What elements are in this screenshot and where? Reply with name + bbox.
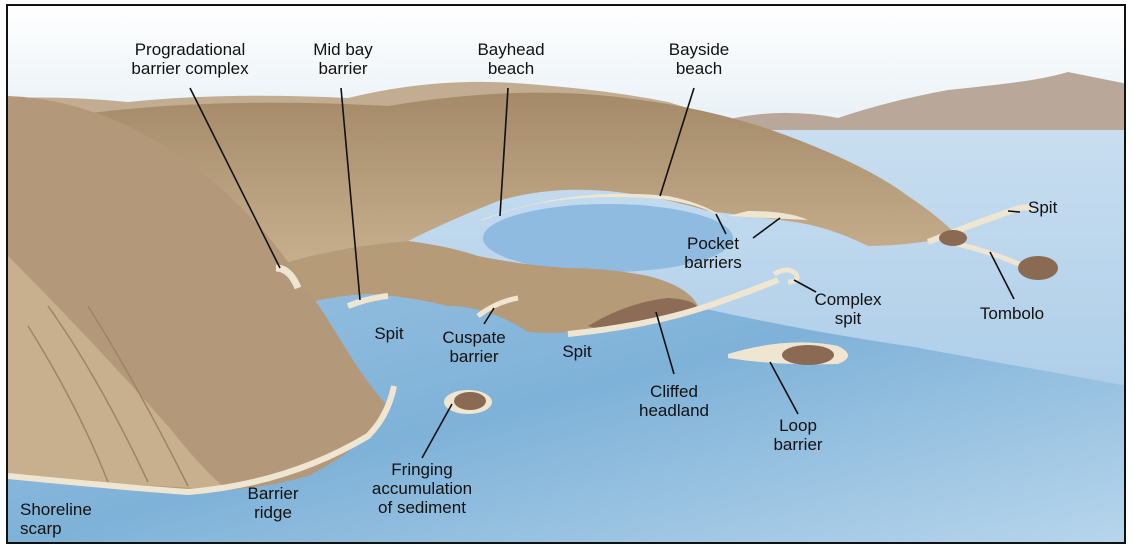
label-spit-mid: Spit bbox=[552, 342, 602, 361]
coastal-landforms-illustration bbox=[8, 6, 1126, 544]
diagram-frame: Progradational barrier complex Mid bay b… bbox=[6, 4, 1126, 544]
label-fringing-accumulation: Fringing accumulation of sediment bbox=[364, 460, 480, 517]
label-complex-spit: Complex spit bbox=[808, 290, 888, 328]
label-barrier-ridge: Barrier ridge bbox=[238, 484, 308, 522]
tombolo-island bbox=[1018, 256, 1058, 280]
label-loop-barrier: Loop barrier bbox=[758, 416, 838, 454]
label-spit-left: Spit bbox=[364, 324, 414, 343]
label-cliffed-headland: Cliffed headland bbox=[626, 382, 722, 420]
label-tombolo: Tombolo bbox=[966, 304, 1058, 323]
label-shoreline-scarp: Shoreline scarp bbox=[20, 500, 130, 538]
leader-spit-right bbox=[1008, 211, 1020, 212]
headland-tip-rock bbox=[939, 230, 967, 246]
label-cuspate-barrier: Cuspate barrier bbox=[434, 328, 514, 366]
label-pocket-barriers: Pocket barriers bbox=[668, 234, 758, 272]
label-mid-bay-barrier: Mid bay barrier bbox=[298, 40, 388, 78]
fringing-island bbox=[454, 392, 486, 410]
label-bayhead-beach: Bayhead beach bbox=[466, 40, 556, 78]
label-spit-right: Spit bbox=[1028, 198, 1088, 217]
label-progradational-barrier-complex: Progradational barrier complex bbox=[104, 40, 276, 78]
label-bayside-beach: Bayside beach bbox=[654, 40, 744, 78]
loop-barrier-island bbox=[782, 345, 834, 365]
